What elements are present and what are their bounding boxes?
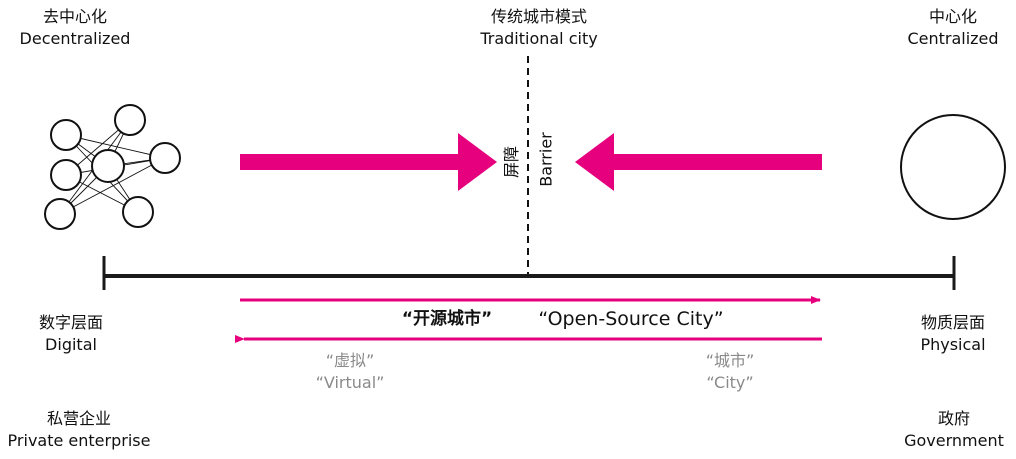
label-private-enterprise-zh: 私营企业 [46,409,111,428]
push-arrow-right [575,133,822,191]
label-digital: 数字层面 Digital [16,312,126,356]
barrier-label-en: Barrier [536,132,556,187]
label-virtual-zh: “虚拟” [325,351,375,370]
label-government-en: Government [904,431,1004,450]
label-centralized: 中心化 Centralized [893,6,1013,50]
label-physical-zh: 物质层面 [920,313,985,332]
label-private-enterprise: 私营企业 Private enterprise [4,408,154,452]
label-digital-en: Digital [45,335,97,354]
open-source-city-en: “Open-Source City” [538,308,724,330]
barrier-label-zh: 屏障 [502,146,521,179]
label-decentralized-en: Decentralized [19,29,131,48]
label-city-zh: “城市” [705,351,755,370]
label-decentralized-zh: 去中心化 [42,7,107,26]
label-government: 政府 Government [896,408,1012,452]
label-virtual: “虚拟” “Virtual” [300,350,400,394]
open-source-city-zh: “开源城市” [401,309,493,329]
label-city-en: “City” [706,373,754,392]
label-city: “城市” “City” [680,350,780,394]
spectrum-axis [102,256,956,290]
label-physical-en: Physical [920,335,986,354]
decentralized-network-icon [44,104,181,230]
centralized-circle-icon [900,114,1006,220]
label-centralized-en: Centralized [907,29,999,48]
label-digital-zh: 数字层面 [38,313,103,332]
label-government-zh: 政府 [937,409,970,428]
label-traditional-city-zh: 传统城市模式 [490,7,587,26]
label-private-enterprise-en: Private enterprise [7,431,151,450]
push-arrow-left [240,133,497,191]
label-centralized-zh: 中心化 [928,7,977,26]
label-traditional-city-en: Traditional city [480,29,598,48]
label-traditional-city: 传统城市模式 Traditional city [459,6,619,50]
label-virtual-en: “Virtual” [315,373,385,392]
label-physical: 物质层面 Physical [896,312,1010,356]
label-decentralized: 去中心化 Decentralized [8,6,142,50]
